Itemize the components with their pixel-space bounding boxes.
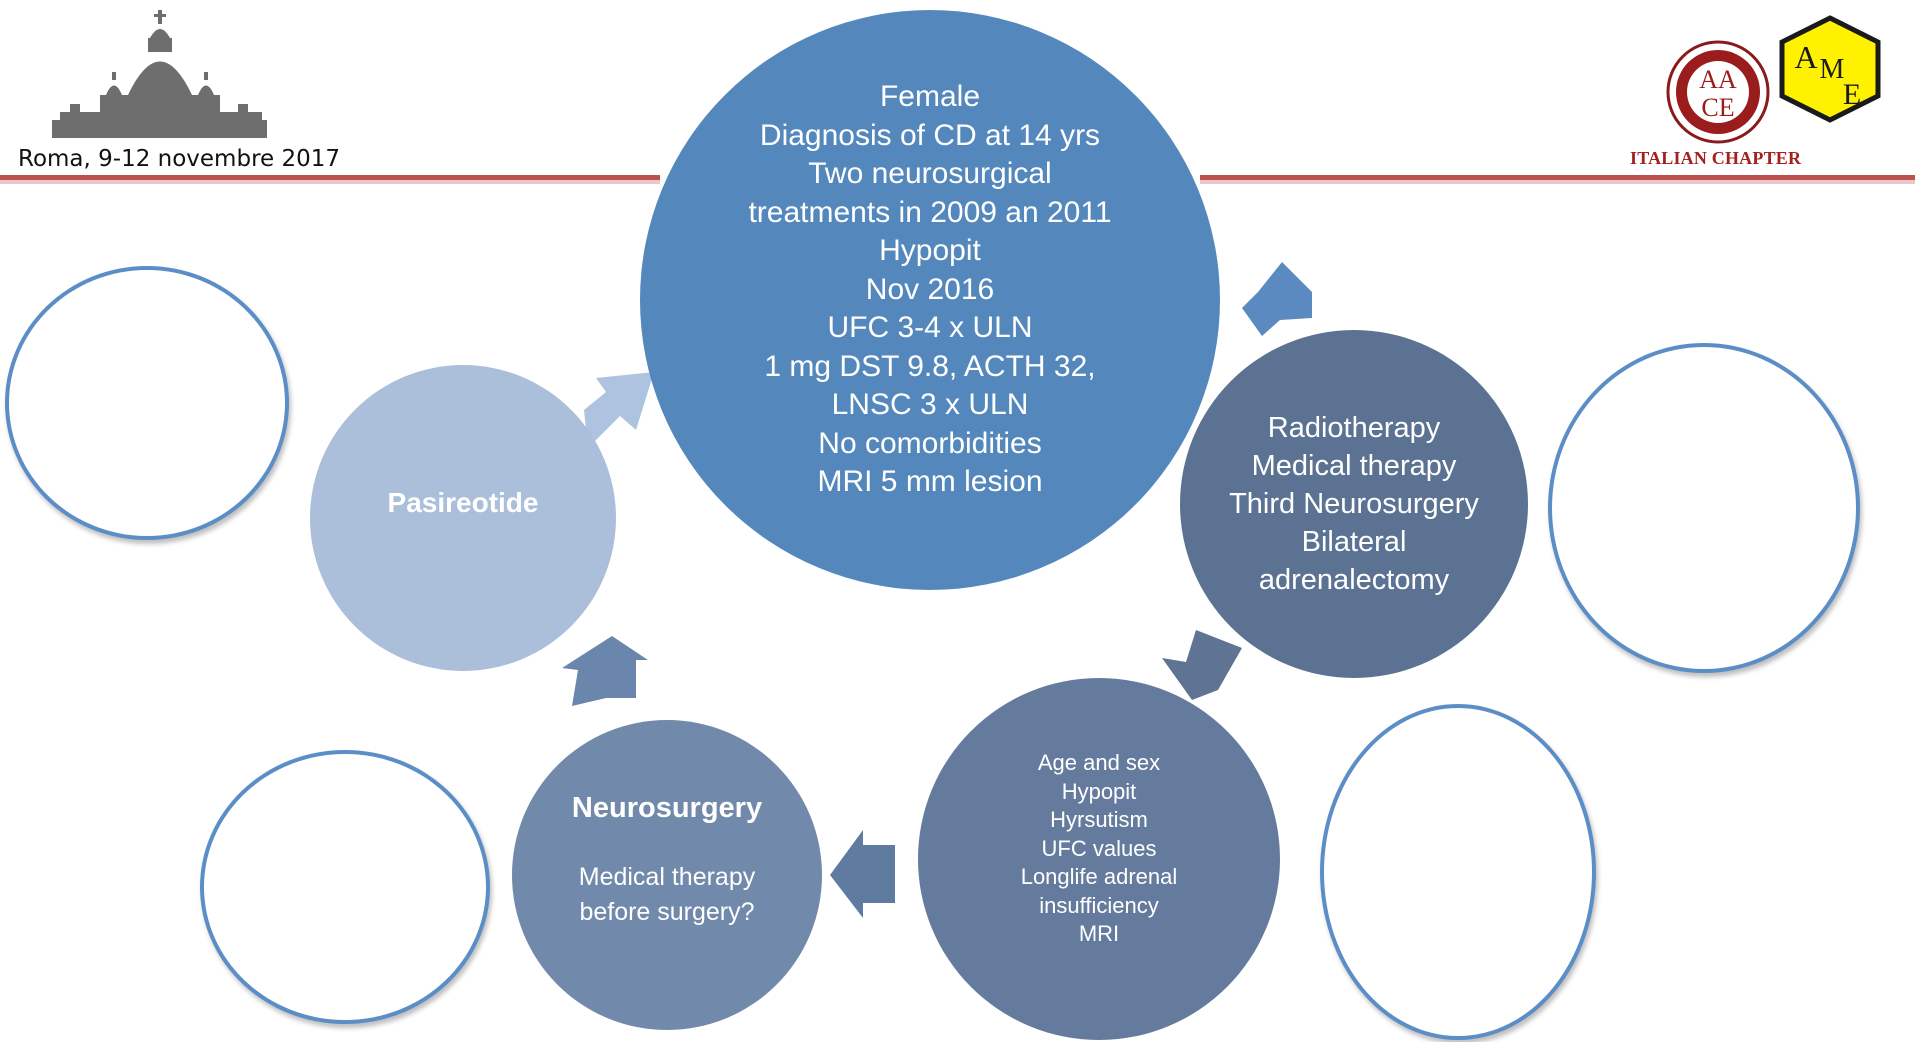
pasireotide-circle: Pasireotide: [310, 365, 616, 671]
patient-line-date: Nov 2016: [865, 272, 995, 306]
aace-logo-text-top: AA: [1699, 65, 1737, 94]
patient-line-lnsc: LNSC 3 x ULN: [831, 388, 1029, 422]
empty-circle-top-left: [5, 266, 289, 540]
empty-circle-bottom-right: [1320, 704, 1596, 1040]
header-rule-left: [0, 175, 660, 180]
option-medical-therapy: Medical therapy: [1251, 450, 1457, 482]
factor-mri: MRI: [1078, 921, 1120, 947]
patient-line-neurosurgical: Two neurosurgical: [808, 157, 1052, 191]
arrow-pasireotide-to-center: [584, 372, 654, 448]
header-rule-right-shadow: [1200, 180, 1915, 184]
arrow-factors-to-neurosurgery: [830, 830, 895, 918]
empty-circle-right: [1548, 343, 1860, 673]
factor-hypopit: Hypopit: [1061, 778, 1137, 804]
aace-logo: AA CE: [1666, 40, 1770, 144]
factor-hyrsutism: Hyrsutism: [1050, 807, 1148, 833]
factor-longlife-adrenal: Longlife adrenal: [1020, 864, 1178, 890]
header-rule-right: [1200, 175, 1915, 180]
ame-logo-letter-e: E: [1843, 78, 1861, 111]
italian-chapter-label: ITALIAN CHAPTER: [1630, 148, 1802, 168]
option-adrenalectomy: adrenalectomy: [1258, 564, 1450, 596]
option-bilateral: Bilateral: [1301, 526, 1407, 558]
treatment-options-circle: Radiotherapy Medical therapy Third Neuro…: [1180, 330, 1528, 678]
event-date-location: Roma, 9-12 novembre 2017: [18, 146, 341, 172]
pasireotide-label: Pasireotide: [387, 487, 539, 518]
arrow-center-to-options: [1242, 262, 1312, 336]
ame-logo-letter-a: A: [1794, 39, 1817, 75]
patient-line-sex: Female: [879, 80, 981, 114]
decision-factors-circle: Age and sex Hypopit Hyrsutism UFC values…: [918, 678, 1280, 1040]
factor-insufficiency: insufficiency: [1039, 892, 1159, 918]
patient-line-hypopit: Hypopit: [879, 234, 981, 268]
rome-skyline-logo: [52, 10, 267, 138]
neurosurgery-title: Neurosurgery: [571, 791, 763, 824]
option-third-neurosurgery: Third Neurosurgery: [1229, 488, 1479, 520]
empty-circle-bottom-left: [200, 750, 490, 1024]
ame-logo-letter-m: M: [1820, 54, 1845, 85]
patient-line-diagnosis: Diagnosis of CD at 14 yrs: [759, 118, 1101, 152]
neurosurgery-sub-line-2: before surgery?: [579, 897, 755, 926]
patient-line-dst-acth: 1 mg DST 9.8, ACTH 32,: [764, 349, 1096, 383]
patient-summary-circle: Female Diagnosis of CD at 14 yrs Two neu…: [640, 10, 1220, 590]
option-radiotherapy: Radiotherapy: [1267, 412, 1441, 444]
neurosurgery-sub-line-1: Medical therapy: [578, 862, 756, 891]
neurosurgery-circle: Neurosurgery Medical therapy before surg…: [512, 720, 822, 1030]
aace-logo-text-bottom: CE: [1701, 93, 1734, 122]
ame-logo: A M E: [1779, 15, 1881, 123]
arrow-options-to-factors: [1162, 630, 1242, 700]
factor-age-sex: Age and sex: [1037, 750, 1161, 776]
arrow-neurosurgery-to-pasireotide: [562, 636, 648, 706]
patient-line-comorbidities: No comorbidities: [818, 426, 1042, 460]
patient-line-treatments: treatments in 2009 an 2011: [748, 195, 1112, 229]
patient-line-ufc: UFC 3-4 x ULN: [827, 311, 1033, 345]
patient-line-mri: MRI 5 mm lesion: [817, 465, 1043, 499]
header-rule-left-shadow: [0, 180, 660, 184]
factor-ufc-values: UFC values: [1041, 835, 1157, 861]
